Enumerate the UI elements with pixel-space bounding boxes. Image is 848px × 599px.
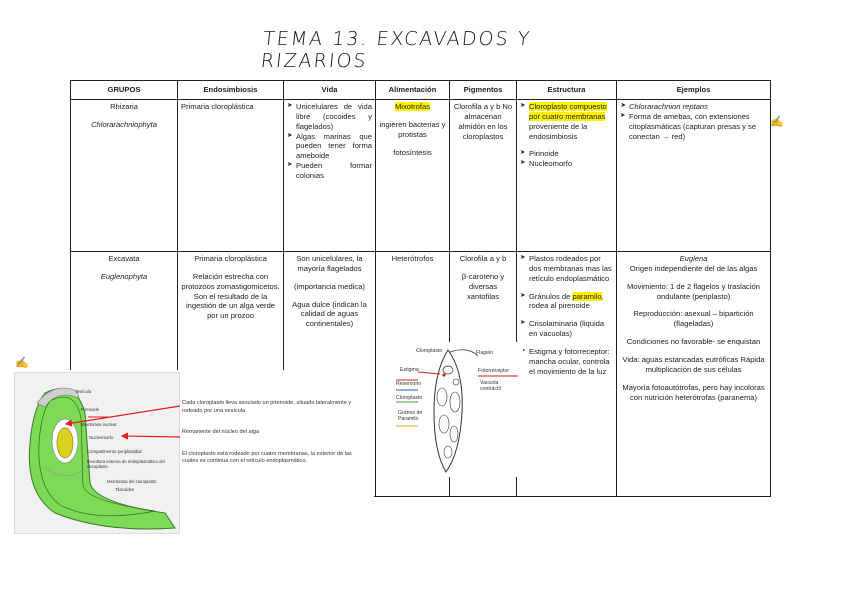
label-cloroplasto-top: Cloroplasto [416,348,443,354]
group-subname: Euglenophyta [100,271,148,281]
label-vesicula: Vesícula [75,389,92,394]
ejem-text: Mayoría fotoautótrofas, pero hay incolor… [622,382,765,402]
highlight-mixotrofas: Mixotrofas [394,102,431,111]
cell-ejemplos: Chlorarachnion reptans Forma de amebas, … [616,99,771,252]
cell-group: Rhizaria Chlorarachniophyta [70,99,178,252]
handwritten-mark: ✍ [15,357,29,369]
list-item: Pueden formar colonias [287,161,372,181]
cell-vida: Unicelulares de vida libre (cocoides y f… [283,99,376,252]
list-item: Nucleomorfo [520,159,613,169]
ejem-text: Euglena [679,254,708,263]
label-membrana-nuclear: Membrana nuclear [81,422,117,427]
cell-ejemplos: Euglena Origen independiente del de las … [616,251,771,497]
group-subname: Chlorarachniophyta [91,119,157,129]
group-name: Rhizaria [110,102,138,111]
label-reservorio: Reservorio [396,381,422,387]
group-name: Excavata [108,254,140,263]
pig-text: β-caroteno y diversas xantofilas [461,271,505,301]
arrow-nucleomorfo [120,432,181,440]
ejem-text: Movimiento: 1 de 2 flagelos y traslación… [627,281,760,301]
label-tilacoides: Tilacoides [115,487,135,492]
list-item: Pirinoide [520,149,613,159]
label-estigma: Estigma [400,367,419,373]
label-vacuola: Vacuola contráctil [480,380,501,392]
label-membrana-cloroplasto: Membrana del cloroplasto [107,479,157,484]
handwritten-mark: ✍ [770,116,784,128]
ejem-text: Origen independiente del de las algas [629,263,758,273]
list-item: Crisolaminaria (liquida en vacuolas) [520,319,613,339]
cell-estructura: Plastos rodeados por dos membranas mas l… [516,251,617,497]
list-item: Forma de amebas, con extensiones citopla… [620,112,767,142]
note-cuatro-membranas: El cloroplasto está rodeado por cuatro m… [182,450,352,465]
vida-text: (importancia medica) [294,281,365,291]
list-item: Algas marinas que pueden tener forma ame… [287,132,372,162]
label-pirenoide: Pirenoide [81,407,100,412]
note-pirenoide: Cada cloroplasto lleva asociado un piren… [182,400,352,414]
label-flagelo: Flagelo [476,350,494,356]
highlight-cloroplasto: Cloroplasto compuesto por cuatro membran… [529,102,607,121]
note-nucleomorfo: Remanente del núcleo del alga [182,429,260,436]
euglena-illustration [396,349,518,473]
pig-text: Clorofila a y b No almacenan almidón en … [453,102,513,141]
cell-alimentacion: Mixotrofas ingieren bacterias y protista… [375,99,450,252]
header-row: GRUPOS Endosimbiosis Vida Alimentación P… [70,80,771,100]
label-nucleomorfo: Nucleomorfo [89,435,114,440]
ejem-text: Vida: aguas estancadas eutróficas Rápida… [622,355,765,374]
label-granos-paramilo: Granos de Paramilo [398,410,423,422]
diagram-notes: Cada cloroplasto lleva asociado un piren… [182,400,357,480]
list-item: Gránulos de paramilo, rodea al pirenoide [520,291,613,312]
table-row: Rhizaria Chlorarachniophyta Primaria clo… [70,99,771,252]
endo-text: Primaria cloroplástica [181,102,254,111]
list-item: Unicelulares de vida libre (cocoides y f… [287,102,372,132]
arrow-pirenoide [64,405,181,427]
label-compartimento: Compartimento periplastidial [87,449,142,454]
alim-text: Heterótrofos [391,254,434,263]
list-item: Plastos rodeados por dos membranas mas l… [520,254,613,284]
ejem-text: Reproducción: asexual – bipartición (fla… [633,309,754,329]
endo-text: Relación estrecha con protozoos zomastig… [181,271,280,321]
highlight-paramilo: paramilo [572,291,602,301]
alim-text: ingieren bacterias y protistas [379,119,446,139]
pig-text: Clorofila a y b [459,254,507,263]
vida-text: Son unicelulares, la mayoría flagelados [296,254,363,273]
label-cloroplasto-mid: Cloroplasto [396,395,423,401]
list-item: Chlorarachnion reptans [620,102,767,112]
endo-text: Primaria cloroplástica [194,254,267,263]
vida-text: Agua dulce (indican la calidad de aguas … [292,299,367,329]
label-envoltura: Envoltura externa de endoplasmático del … [87,459,165,469]
ejem-text: Condiciones no favorable- se enquistan [626,337,761,347]
euglena-diagram: Cloroplasto Flagelo Estigma Fotorrecepto… [378,342,523,477]
list-item: Cloroplasto compuesto por cuatro membran… [520,102,613,141]
label-fotorreceptor: Fotorreceptor [478,368,510,374]
cell-estructura: Cloroplasto compuesto por cuatro membran… [516,99,617,252]
alim-text: fotosíntesis [393,147,432,157]
